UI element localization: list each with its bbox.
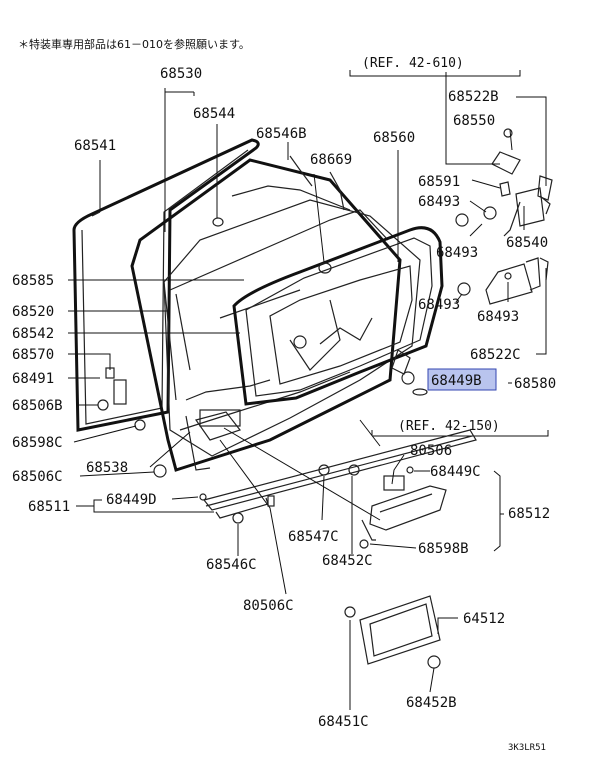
label-68542[interactable]: 68542 [12,326,54,342]
part-labels: 68530 68544 68541 68546B 68669 68560 685… [12,66,556,730]
hinge-lower [457,257,549,305]
label-68546B[interactable]: 68546B [256,126,307,142]
label-68580[interactable]: 68580 [514,376,556,392]
label-68522C[interactable]: 68522C [470,347,521,363]
label-68506B[interactable]: 68506B [12,398,63,414]
ref-42-610[interactable]: (REF. 42-610) [362,56,464,71]
ref-42-150[interactable]: (REF. 42-150) [398,419,500,434]
hinge-upper [455,128,553,237]
label-68493-c[interactable]: 68493 [418,297,460,313]
diagram-code: 3K3LR51 [508,743,546,753]
label-68541[interactable]: 68541 [74,138,116,154]
label-68452C[interactable]: 68452C [322,553,373,569]
label-68506C[interactable]: 68506C [12,469,63,485]
bottom-moulding [202,429,477,519]
door-inner-structure [163,199,421,457]
label-68530[interactable]: 68530 [160,66,202,82]
label-68540[interactable]: 68540 [506,235,548,251]
label-68544[interactable]: 68544 [193,106,235,122]
handle-garnish [361,475,447,541]
label-68452B[interactable]: 68452B [406,695,457,711]
label-68598C[interactable]: 68598C [12,435,63,451]
label-68538[interactable]: 68538 [86,460,128,476]
label-68520[interactable]: 68520 [12,304,54,320]
label-68491[interactable]: 68491 [12,371,54,387]
label-68598B[interactable]: 68598B [418,541,469,557]
rear-window-glass [232,226,444,406]
door-outer-panel [130,155,402,472]
door-weatherstrip [72,138,260,432]
screws [199,464,414,549]
label-80506-a[interactable]: 80506 [410,443,452,459]
highlight-68449B-box[interactable] [427,368,497,391]
label-68560[interactable]: 68560 [373,130,415,146]
label-68669[interactable]: 68669 [310,152,352,168]
label-64512[interactable]: 64512 [463,611,505,627]
label-68493-a[interactable]: 68493 [418,194,460,210]
label-68512[interactable]: 68512 [508,506,550,522]
label-68585[interactable]: 68585 [12,273,54,289]
lock-area [185,349,411,471]
label-68591[interactable]: 68591 [418,174,460,190]
label-68546C[interactable]: 68546C [206,557,257,573]
label-68493-d[interactable]: 68493 [477,309,519,325]
label-68522B[interactable]: 68522B [448,89,499,105]
label-68550[interactable]: 68550 [453,113,495,129]
label-68511[interactable]: 68511 [28,499,70,515]
label-68449D[interactable]: 68449D [106,492,157,508]
special-parts-note: ＊特装車専用部品は61－010を参照願います。 [18,37,250,51]
label-68547C[interactable]: 68547C [288,529,339,545]
leader-lines [68,72,547,710]
label-68449C[interactable]: 68449C [430,464,481,480]
label-68451C[interactable]: 68451C [318,714,369,730]
label-68449B[interactable]: 68449B [431,373,482,389]
label-68570[interactable]: 68570 [12,347,54,363]
license-plate-panel [344,595,441,669]
label-68493-b[interactable]: 68493 [436,245,478,261]
label-80506C[interactable]: 80506C [243,598,294,614]
